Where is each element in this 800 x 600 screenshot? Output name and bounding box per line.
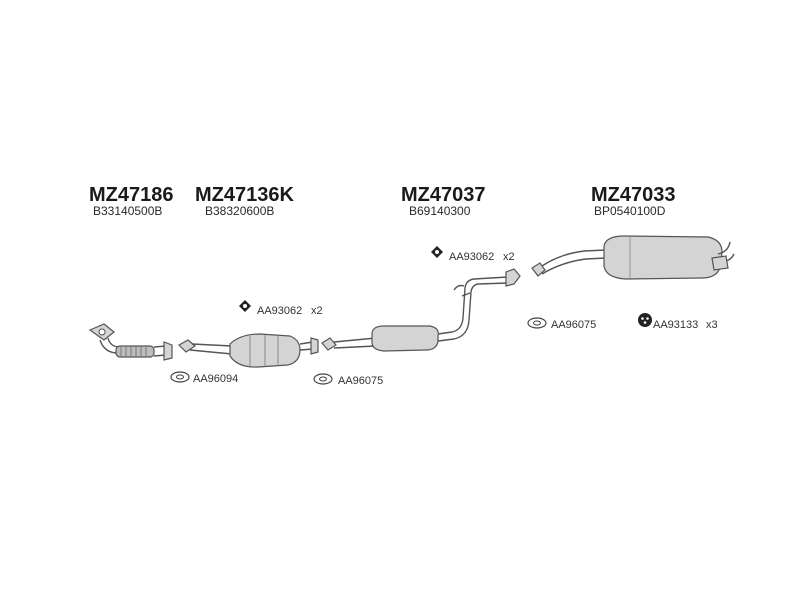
accessory-hanger-front: AA93062 x2	[239, 300, 323, 317]
oem-number: B69140300	[409, 204, 471, 218]
part-label-catalytic-converter: MZ47136K B38320600B	[195, 184, 294, 218]
accessory-code: AA96094	[193, 373, 238, 385]
rear-silencer-body	[603, 235, 723, 280]
part-number: MZ47186	[89, 184, 174, 206]
accessory-qty: x2	[503, 251, 515, 263]
accessory-hanger-middle: AA93062 x2	[431, 246, 515, 263]
accessory-code: AA96075	[338, 375, 383, 387]
gasket-ring-icon	[170, 371, 190, 383]
accessory-gasket-rear: AA96075	[527, 317, 596, 331]
rubber-ring-icon	[638, 313, 652, 327]
part-label-front-pipe: MZ47186 B33140500B	[89, 184, 174, 218]
accessory-gasket-converter: AA96075	[313, 373, 383, 387]
gasket-ring-icon	[313, 373, 333, 385]
part-label-rear-silencer: MZ47033 BP0540100D	[591, 184, 676, 218]
middle-silencer-body	[371, 325, 439, 352]
middle-silencer-drawing	[321, 268, 521, 352]
part-label-middle-silencer: MZ47037 B69140300	[401, 184, 486, 218]
oem-number: B38320600B	[205, 204, 274, 218]
rubber-hanger-icon	[431, 246, 443, 258]
accessory-qty: x2	[311, 305, 323, 317]
oem-number: BP0540100D	[594, 204, 666, 218]
rubber-hanger-icon	[239, 300, 251, 312]
accessory-code: AA93062	[449, 251, 494, 263]
accessory-code: AA93133	[653, 319, 698, 331]
oem-number: B33140500B	[93, 204, 162, 218]
catalytic-converter-drawing	[178, 333, 319, 368]
part-number: MZ47136K	[195, 184, 294, 206]
front-pipe-drawing	[88, 323, 173, 361]
accessory-rubber-ring: AA93133 x3	[638, 313, 718, 331]
accessory-code: AA96075	[551, 319, 596, 331]
part-number: MZ47033	[591, 184, 676, 206]
part-number: MZ47037	[401, 184, 486, 206]
gasket-ring-icon	[527, 317, 547, 329]
accessory-gasket-front-pipe: AA96094	[170, 371, 238, 385]
accessory-code: AA93062	[257, 305, 302, 317]
accessory-qty: x3	[706, 319, 718, 331]
rear-silencer-drawing	[531, 235, 735, 280]
